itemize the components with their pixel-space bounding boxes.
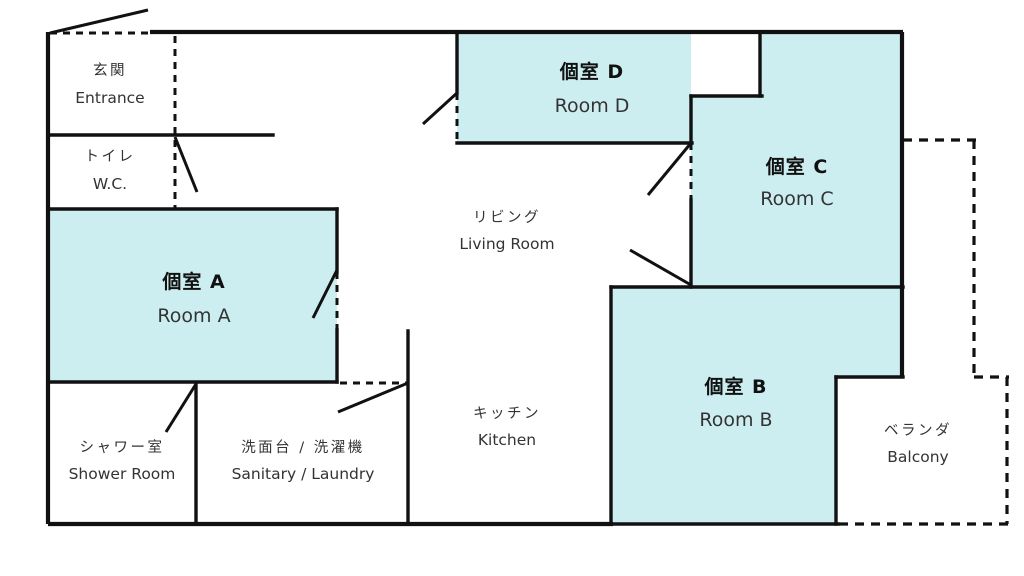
room-b-fill xyxy=(611,287,902,524)
label-room-a-jp: 個室 A xyxy=(161,270,225,293)
rooma-door-leaf xyxy=(311,269,339,319)
label-shower-room-en: Shower Room xyxy=(69,465,176,483)
label-room-b-jp: 個室 B xyxy=(703,375,767,398)
room-c-notch-fill xyxy=(760,32,902,96)
room-fills xyxy=(49,32,902,524)
roomc-door-leaf-upper xyxy=(646,142,693,196)
label-sanitary-laundry-en: Sanitary / Laundry xyxy=(232,465,375,483)
walls xyxy=(45,8,1009,527)
label-room-d-en: Room D xyxy=(555,95,630,117)
room-a-fill xyxy=(49,210,337,382)
shower-door-leaf xyxy=(164,383,198,433)
roomc-door-leaf-lower xyxy=(629,248,692,287)
entrance-door-leaf xyxy=(49,8,149,35)
label-room-a-en: Room A xyxy=(157,305,230,327)
label-entrance-jp: 玄関 xyxy=(93,62,127,79)
room-c-fill xyxy=(691,96,902,287)
roomd-door-leaf xyxy=(421,91,459,126)
label-room-b-en: Room B xyxy=(699,409,772,431)
label-wc-en: W.C. xyxy=(93,175,127,193)
label-entrance-en: Entrance xyxy=(75,89,144,107)
label-room-c-jp: 個室 C xyxy=(765,155,829,178)
label-kitchen-en: Kitchen xyxy=(478,431,536,449)
label-sanitary-laundry-jp: 洗面台 / 洗濯機 xyxy=(241,439,365,456)
wc-door-leaf xyxy=(173,136,199,193)
label-living-room-jp: リビング xyxy=(473,209,541,226)
label-balcony-jp: ベランダ xyxy=(884,422,952,439)
room-d-fill xyxy=(457,32,760,143)
label-living-room-en: Living Room xyxy=(459,235,554,253)
label-room-d-jp: 個室 D xyxy=(559,60,624,83)
label-room-c-en: Room C xyxy=(760,188,833,210)
label-shower-room-jp: シャワー室 xyxy=(80,439,165,456)
sanitary-door-leaf xyxy=(337,381,409,414)
label-wc-jp: トイレ xyxy=(85,149,136,165)
room-labels: 玄関 Entrance トイレ W.C. 個室 A Room A シャワー室 S… xyxy=(69,60,952,483)
label-balcony-en: Balcony xyxy=(887,448,948,466)
label-kitchen-jp: キッチン xyxy=(473,406,541,422)
